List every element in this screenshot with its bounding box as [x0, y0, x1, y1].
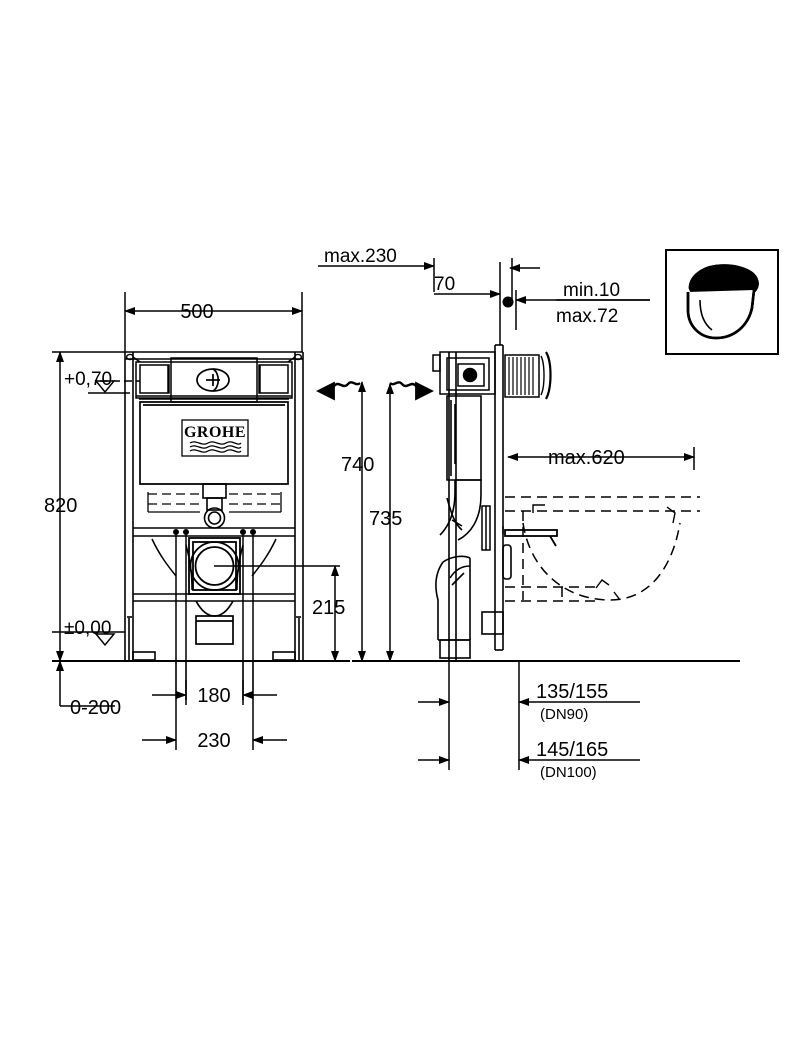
- dim-label-max72: max.72: [556, 306, 618, 327]
- front-view-frame: [124, 351, 304, 660]
- bowl-outline-detail: [502, 504, 676, 601]
- level-mark-000: [52, 631, 125, 647]
- dim-note-dn100: (DN100): [540, 764, 597, 781]
- dim-215: [214, 565, 340, 662]
- extension-lines: [175, 661, 254, 700]
- side-foot-bracket: [481, 611, 504, 635]
- side-waste-bend: [435, 555, 471, 641]
- side-flush-bend: [439, 479, 482, 541]
- dim-label-max620: max.620: [548, 447, 625, 469]
- frame-feet: [127, 616, 301, 661]
- bowl-outline-dashed: [505, 496, 700, 602]
- side-top-module: [432, 351, 496, 395]
- dim-label-dn100: 145/165: [536, 739, 608, 761]
- actuator-collar: [504, 354, 540, 398]
- grohe-wordmark: GROHE: [184, 424, 246, 441]
- level-mark-070: [88, 380, 140, 394]
- actuator-plate-edge: [545, 351, 552, 400]
- actuator-collar-ribs: [508, 357, 534, 395]
- level-label-070: +0,70: [64, 369, 112, 390]
- dim-max230: [318, 258, 435, 292]
- dim-label-215: 215: [312, 597, 345, 619]
- dim-label-735: 735: [369, 508, 402, 530]
- wc-stud-bolts: [173, 529, 256, 535]
- frame-fixing-eyes: [125, 353, 303, 363]
- wc-pictogram: [686, 264, 759, 340]
- dim-70: [434, 262, 501, 345]
- side-cistern: [446, 395, 482, 481]
- dim-label-70: 70: [434, 274, 455, 295]
- dim-label-0-200: 0-200: [70, 697, 121, 719]
- break-symbol-right: [389, 381, 435, 401]
- wc-stud-shafts: [175, 535, 254, 700]
- dim-label-500: 500: [180, 301, 213, 323]
- wall-centre-dot: [502, 296, 514, 308]
- side-wall-bracket: [481, 505, 491, 551]
- grohe-wave-mark: [189, 441, 242, 453]
- flush-valve-symbol: [196, 368, 230, 392]
- dim-label-180: 180: [197, 685, 230, 707]
- dim-dn100: [418, 712, 640, 770]
- dim-label-230: 230: [197, 730, 230, 752]
- bowl-seat-rail: [504, 529, 558, 547]
- dim-label-min10: min.10: [563, 280, 620, 301]
- side-view: [494, 344, 504, 651]
- dim-min10-max72: [515, 290, 650, 330]
- dim-label-max230: max.230: [324, 246, 397, 267]
- concealed-cistern: [139, 401, 289, 485]
- dim-230: [142, 700, 287, 750]
- dim-820: [52, 351, 125, 662]
- dim-label-740: 740: [341, 454, 374, 476]
- cistern-mount-band-sides: [147, 492, 282, 513]
- waste-outlet-socket: [195, 600, 234, 645]
- frame-mid-rail: [133, 527, 295, 537]
- dim-0-200: [56, 660, 115, 707]
- bowl-left-gasket: [502, 544, 512, 580]
- actuator-plate-edge-inner: [540, 355, 545, 396]
- cistern-mount-band: [148, 493, 281, 505]
- dim-500: [124, 292, 303, 352]
- dim-wall-tick: [509, 258, 540, 300]
- dim-note-dn90: (DN90): [540, 706, 588, 723]
- grohe-logo-plate: [181, 419, 249, 457]
- dim-label-820: 820: [44, 495, 77, 517]
- dim-max620: [507, 447, 695, 470]
- level-label-000: ±0,00: [64, 618, 111, 639]
- dim-dn90: [418, 660, 640, 712]
- break-symbol-left: [315, 381, 361, 401]
- side-waste-outlet: [439, 639, 471, 659]
- cistern-outlet-neck: [202, 483, 227, 529]
- dim-label-dn90: 135/155: [536, 681, 608, 703]
- frame-lower-rail: [133, 593, 295, 602]
